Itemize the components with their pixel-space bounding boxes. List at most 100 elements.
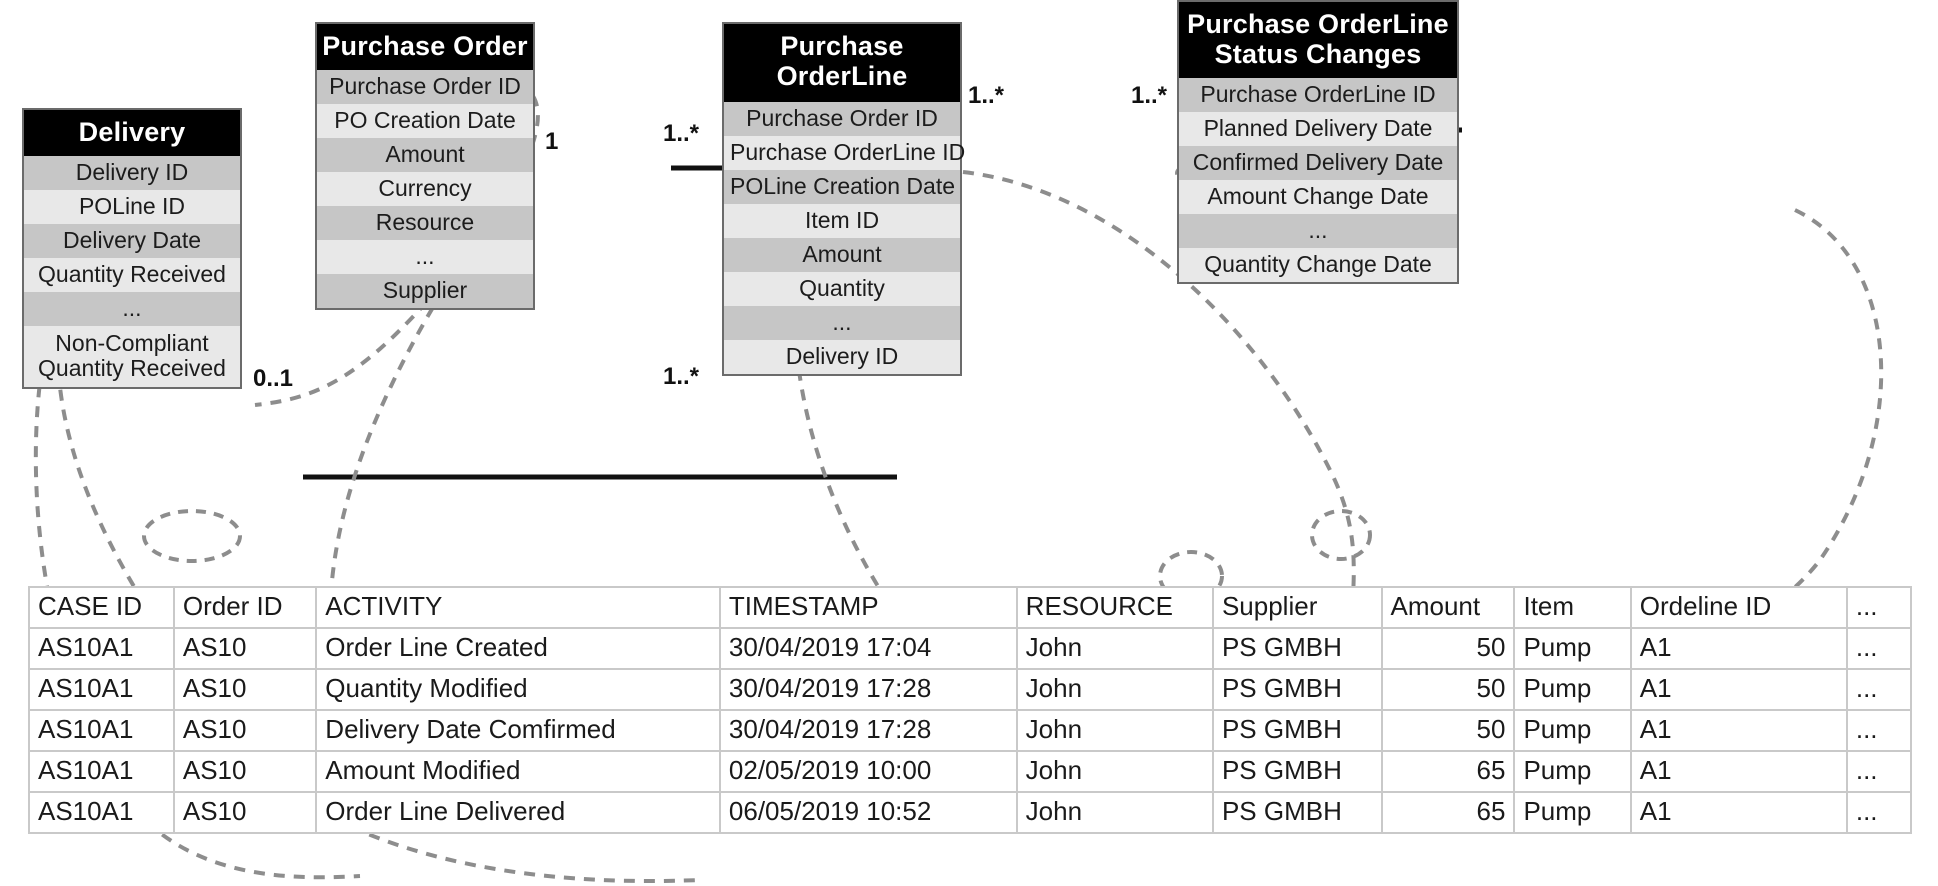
entity-purchase-order-attr-purchase-order-id: Purchase Order ID xyxy=(317,70,533,105)
cell-activity: Order Line Created xyxy=(315,627,721,670)
multiplicity-po-to-pol-right: 1..* xyxy=(663,120,700,147)
column-header-resource: RESOURCE xyxy=(1015,586,1214,629)
cell-timestamp: 30/04/2019 17:04 xyxy=(718,627,1018,670)
cell-activity: Order Line Delivered xyxy=(315,791,721,834)
cell-supplier: PS GMBH xyxy=(1211,791,1383,834)
column-header-ordeline-id: Ordeline ID xyxy=(1629,586,1848,629)
highlight-ordeline-id-cell xyxy=(1310,509,1372,561)
cell-order-id: AS10 xyxy=(172,668,318,711)
cell-item: Pump xyxy=(1513,627,1632,670)
entity-status-changes-attr-quantity-change-date: Quantity Change Date xyxy=(1179,248,1457,283)
entity-purchase-orderline-status-changes[interactable]: Purchase OrderLine Status Changes Purcha… xyxy=(1177,0,1459,285)
multiplicity-pol-to-status-left: 1..* xyxy=(968,82,1005,109)
cell-resource: John xyxy=(1015,668,1214,711)
entity-delivery-attr-delivery-id: Delivery ID xyxy=(24,156,240,191)
entity-purchase-orderline-attr-amount: Amount xyxy=(724,238,960,272)
multiplicity-pol-to-status-right: 1..* xyxy=(1131,82,1168,109)
table-row[interactable]: AS10A1 AS10 Amount Modified 02/05/2019 1… xyxy=(28,750,1913,793)
entity-delivery[interactable]: Delivery Delivery ID POLine ID Delivery … xyxy=(22,108,242,389)
entity-purchase-orderline-attr-poline-creation-date: POLine Creation Date xyxy=(724,170,960,204)
highlight-order-id-cell xyxy=(142,509,242,563)
cell-amount: 65 xyxy=(1380,791,1516,834)
cell-more: ... xyxy=(1845,750,1913,793)
cell-ordeline-id: A1 xyxy=(1629,668,1848,711)
cell-case-id: AS10A1 xyxy=(28,668,175,711)
entity-purchase-order-attr-supplier: Supplier xyxy=(317,274,533,309)
column-header-activity: ACTIVITY xyxy=(315,586,721,629)
entity-purchase-order-attr-po-creation-date: PO Creation Date xyxy=(317,104,533,139)
multiplicity-delivery-to-pol-right: 1..* xyxy=(663,363,700,390)
table-row[interactable]: AS10A1 AS10 Quantity Modified 30/04/2019… xyxy=(28,668,1913,711)
cell-timestamp: 06/05/2019 10:52 xyxy=(718,791,1018,834)
event-log-table[interactable]: CASE ID Order ID ACTIVITY TIMESTAMP RESO… xyxy=(28,586,1913,834)
cell-amount: 65 xyxy=(1380,750,1516,793)
cell-amount: 50 xyxy=(1380,668,1516,711)
cell-resource: John xyxy=(1015,709,1214,752)
cell-more: ... xyxy=(1845,709,1913,752)
entity-status-changes-attr-confirmed-delivery-date: Confirmed Delivery Date xyxy=(1179,146,1457,181)
entity-purchase-order-attr-ellipsis: ... xyxy=(317,240,533,275)
cell-supplier: PS GMBH xyxy=(1211,627,1383,670)
cell-resource: John xyxy=(1015,791,1214,834)
cell-item: Pump xyxy=(1513,668,1632,711)
entity-status-changes-attr-purchase-orderline-id: Purchase OrderLine ID xyxy=(1179,78,1457,113)
entity-purchase-orderline-attr-delivery-id: Delivery ID xyxy=(724,340,960,374)
cell-supplier: PS GMBH xyxy=(1211,750,1383,793)
cell-more: ... xyxy=(1845,791,1913,834)
cell-supplier: PS GMBH xyxy=(1211,668,1383,711)
cell-order-id: AS10 xyxy=(172,791,318,834)
entity-status-changes-attr-ellipsis: ... xyxy=(1179,214,1457,249)
entity-status-changes-title: Purchase OrderLine Status Changes xyxy=(1179,2,1457,79)
cell-activity: Quantity Modified xyxy=(315,668,721,711)
column-header-amount: Amount xyxy=(1380,586,1516,629)
cell-item: Pump xyxy=(1513,791,1632,834)
cell-supplier: PS GMBH xyxy=(1211,709,1383,752)
entity-delivery-attr-delivery-date: Delivery Date xyxy=(24,224,240,259)
table-row[interactable]: AS10A1 AS10 Order Line Created 30/04/201… xyxy=(28,627,1913,670)
column-header-supplier: Supplier xyxy=(1211,586,1383,629)
cell-activity: Amount Modified xyxy=(315,750,721,793)
column-header-more: ... xyxy=(1845,586,1913,629)
multiplicity-delivery-to-pol-left: 0..1 xyxy=(253,365,294,392)
entity-purchase-order-attr-currency: Currency xyxy=(317,172,533,207)
cell-order-id: AS10 xyxy=(172,750,318,793)
entity-status-changes-attr-amount-change-date: Amount Change Date xyxy=(1179,180,1457,215)
table-row[interactable]: AS10A1 AS10 Order Line Delivered 06/05/2… xyxy=(28,791,1913,834)
column-header-order-id: Order ID xyxy=(172,586,318,629)
cell-amount: 50 xyxy=(1380,709,1516,752)
event-log-header-row: CASE ID Order ID ACTIVITY TIMESTAMP RESO… xyxy=(28,586,1913,629)
cell-item: Pump xyxy=(1513,750,1632,793)
cell-timestamp: 30/04/2019 17:28 xyxy=(718,668,1018,711)
table-row[interactable]: AS10A1 AS10 Delivery Date Comfirmed 30/0… xyxy=(28,709,1913,752)
entity-delivery-title: Delivery xyxy=(24,110,240,157)
cell-activity: Delivery Date Comfirmed xyxy=(315,709,721,752)
cell-case-id: AS10A1 xyxy=(28,709,175,752)
entity-purchase-orderline-attr-quantity: Quantity xyxy=(724,272,960,306)
entity-delivery-attr-non-compliant-quantity-received: Non-Compliant Quantity Received xyxy=(24,326,240,387)
cell-ordeline-id: A1 xyxy=(1629,791,1848,834)
column-header-case-id: CASE ID xyxy=(28,586,175,629)
entity-purchase-orderline[interactable]: Purchase OrderLine Purchase Order ID Pur… xyxy=(722,22,965,376)
entity-delivery-attr-ellipsis: ... xyxy=(24,292,240,327)
cell-resource: John xyxy=(1015,627,1214,670)
entity-purchase-orderline-attr-item-id: Item ID xyxy=(724,204,960,238)
column-header-timestamp: TIMESTAMP xyxy=(718,586,1018,629)
entity-delivery-attr-poline-id: POLine ID xyxy=(24,190,240,225)
cell-resource: John xyxy=(1015,750,1214,793)
entity-purchase-order-attr-resource: Resource xyxy=(317,206,533,241)
column-header-item: Item xyxy=(1513,586,1632,629)
cell-ordeline-id: A1 xyxy=(1629,709,1848,752)
cell-timestamp: 30/04/2019 17:28 xyxy=(718,709,1018,752)
cell-order-id: AS10 xyxy=(172,627,318,670)
entity-purchase-order[interactable]: Purchase Order Purchase Order ID PO Crea… xyxy=(315,22,535,311)
entity-purchase-orderline-attr-purchase-orderline-id: Purchase OrderLine ID xyxy=(724,136,965,170)
cell-order-id: AS10 xyxy=(172,709,318,752)
cell-ordeline-id: A1 xyxy=(1629,627,1848,670)
cell-more: ... xyxy=(1845,627,1913,670)
cell-more: ... xyxy=(1845,668,1913,711)
cell-case-id: AS10A1 xyxy=(28,627,175,670)
cell-amount: 50 xyxy=(1380,627,1516,670)
entity-delivery-attr-quantity-received: Quantity Received xyxy=(24,258,240,293)
cell-timestamp: 02/05/2019 10:00 xyxy=(718,750,1018,793)
cell-case-id: AS10A1 xyxy=(28,791,175,834)
